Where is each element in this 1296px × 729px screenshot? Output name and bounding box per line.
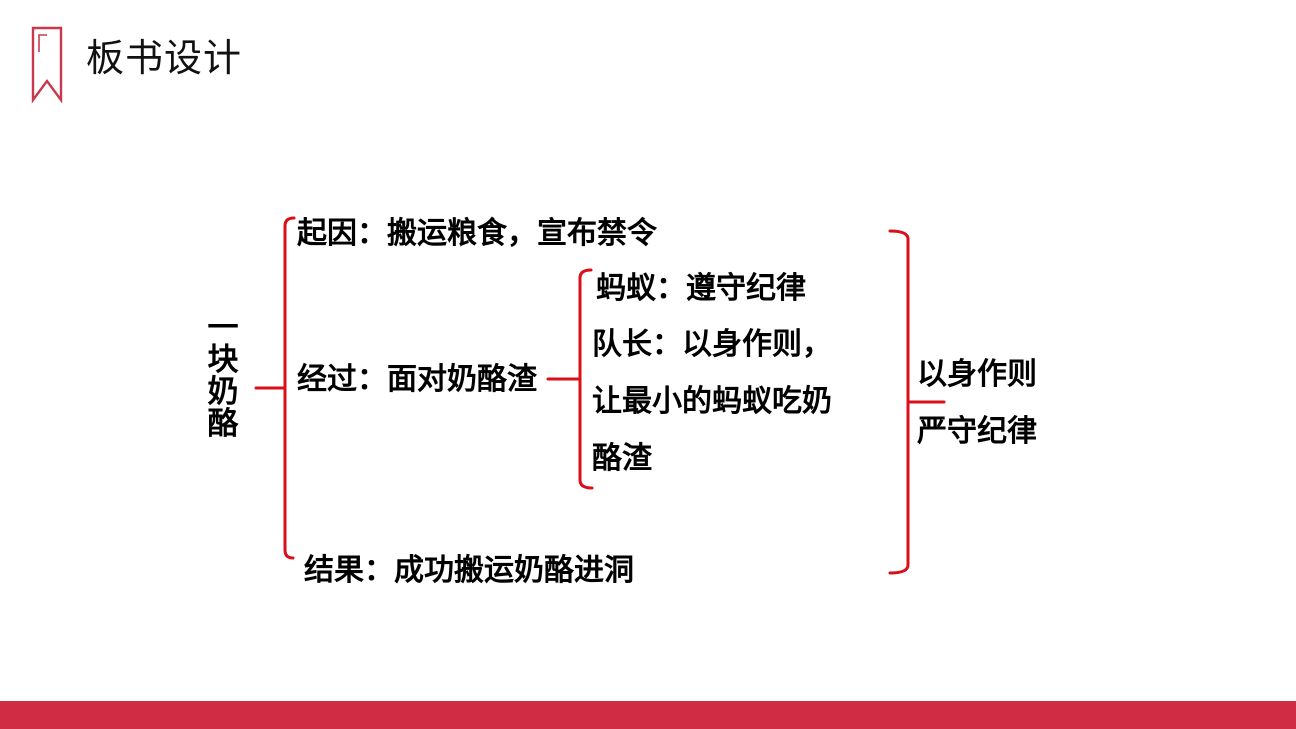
footer-bar [0, 701, 1296, 729]
detail-captain: 队长：以身作则， [592, 327, 832, 362]
summary-discipline: 严守纪律 [917, 414, 1037, 449]
detail-captain-cont: 让最小的蚂蚁吃奶 [592, 384, 832, 419]
page-title: 板书设计 [86, 36, 243, 80]
bookmark-icon [31, 26, 63, 104]
detail-ants: 蚂蚁：遵守纪律 [596, 271, 806, 306]
detail-captain-end: 酪渣 [592, 441, 652, 476]
topic-char: 奶 [207, 374, 239, 410]
result-text: 结果：成功搬运奶酪进洞 [304, 553, 634, 588]
topic-vertical-text: 一 块 奶 酪 [203, 312, 243, 440]
topic-char: 块 [207, 342, 239, 378]
topic-char: 一 [207, 310, 239, 346]
process-text: 经过：面对奶酪渣 [297, 362, 537, 397]
topic-char: 酪 [207, 406, 239, 442]
cause-text: 起因：搬运粮食，宣布禁令 [297, 216, 657, 251]
summary-lead-by-example: 以身作则 [917, 357, 1037, 392]
